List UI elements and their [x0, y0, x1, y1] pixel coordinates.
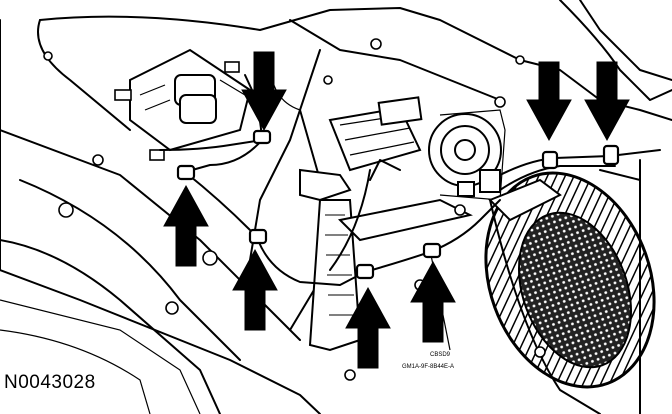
harness-clips	[176, 129, 620, 280]
clip-top-right-2	[602, 144, 620, 166]
clip-left	[176, 164, 196, 181]
speaker	[484, 159, 656, 414]
callout-arrow-left	[163, 184, 209, 267]
clip-center-left	[248, 228, 268, 245]
window-regulator	[299, 168, 473, 352]
clip-center-right	[422, 242, 442, 259]
callout-arrows	[163, 51, 630, 369]
clip-center	[355, 263, 375, 280]
callout-arrow-center-right	[410, 260, 456, 343]
callout-arrow-center	[345, 286, 391, 369]
clip-top-right-1	[541, 150, 559, 170]
figure-id-label: N0043028	[4, 372, 96, 393]
part-label: CBSD9 GM1A-9F-8B44E-A	[402, 352, 454, 370]
fasteners	[43, 51, 546, 381]
callout-arrow-center-left	[232, 248, 278, 331]
part-label-line-2: GM1A-9F-8B44E-A	[402, 364, 454, 370]
electrical-module	[114, 48, 252, 161]
part-label-line-1: CBSD9	[430, 352, 451, 358]
clip-top-center	[252, 129, 272, 145]
callout-arrow-top-right-2	[584, 61, 630, 142]
window-motor	[328, 38, 506, 216]
callout-arrow-top-right-1	[526, 61, 572, 142]
callout-arrow-top-center	[241, 51, 287, 132]
